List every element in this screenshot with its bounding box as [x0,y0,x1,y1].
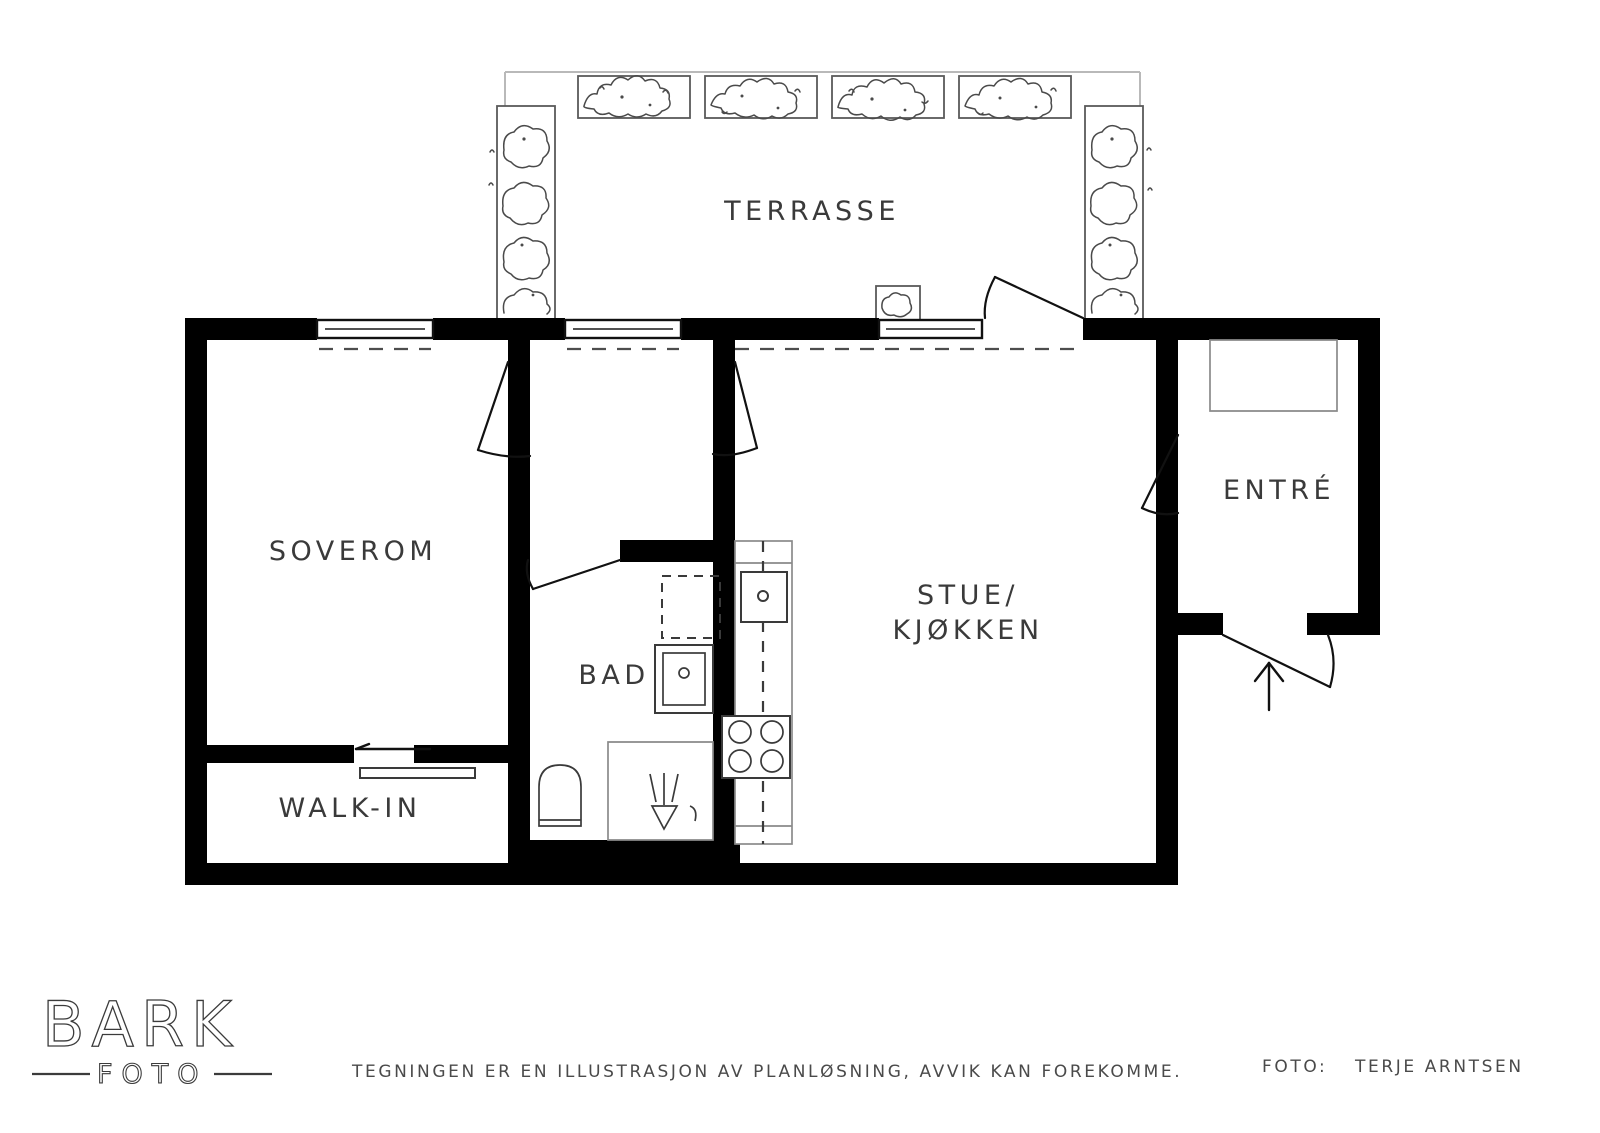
window-hall-terrace [563,318,683,351]
bathroom-washing-machine [661,575,721,639]
caption-foto-name: TERJE ARNTSEN [1354,1057,1524,1077]
apartment-walls [185,318,1380,885]
terrace-door[interactable] [983,275,1085,320]
planter-box-1 [577,75,691,119]
planter-box-fragment [875,285,921,321]
terrace-planters-top [577,75,1072,121]
room-label-bad: BAD [578,660,649,691]
walk-in-sliding-door[interactable] [354,742,476,779]
bathroom-sink [654,644,714,714]
room-label-soverom: SOVEROM [269,536,437,567]
kitchen-sink [740,571,788,623]
caption-disclaimer: TEGNINGEN ER EN ILLUSTRASJON AV PLANLØSN… [351,1062,1182,1082]
room-label-entre: ENTRÉ [1223,474,1335,506]
bathroom-toilet [538,764,582,827]
entre-to-living-door[interactable] [1140,433,1180,516]
window-bedroom-terrace [315,318,435,351]
window-living-terrace [735,318,1082,351]
planter-box-2 [704,75,818,120]
bathroom-shower [607,741,714,841]
kitchen-counter [721,540,793,845]
bedroom-door[interactable] [476,360,532,458]
logo-wordmark: BARK [42,988,239,1061]
planter-box-3 [831,75,945,121]
planter-box-4 [958,75,1072,121]
living-room-door[interactable] [711,360,759,457]
entrance-door[interactable] [1221,633,1335,712]
bathroom-door[interactable] [525,558,622,591]
terrace-hedge-right [1084,105,1153,323]
entrance-closet [1209,339,1338,412]
room-label-kjokken: KJØKKEN [892,615,1043,646]
room-label-walk-in: WALK-IN [278,793,421,824]
room-label-terrasse: TERRASSE [723,196,900,227]
terrace-hedge-left [488,105,556,323]
kitchen-cooktop [721,715,791,779]
logo-subtitle: FOTO [97,1059,208,1090]
bark-foto-logo: BARK FOTO [32,987,272,1091]
caption-foto-label: FOTO: [1262,1057,1327,1077]
room-label-stue: STUE/ [917,580,1019,611]
